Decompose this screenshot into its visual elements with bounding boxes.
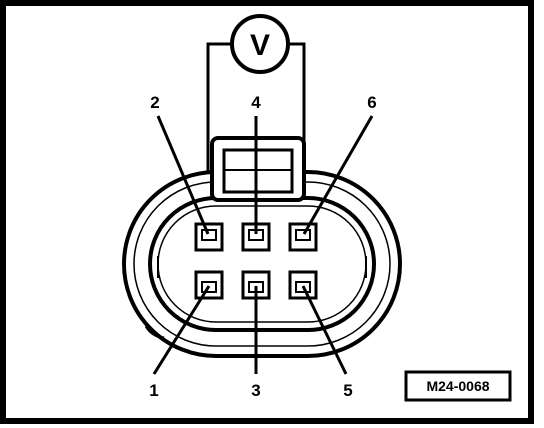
leader-line-pin-6 — [302, 115, 374, 235]
pin-6-terminal — [288, 222, 318, 252]
pin-2-contact — [201, 229, 217, 241]
pin-6-contact — [295, 229, 311, 241]
pin-5-body — [288, 270, 318, 300]
pin-leader-lines — [152, 115, 374, 375]
leader-line-pin-2 — [156, 115, 210, 235]
voltmeter-symbol: V — [230, 14, 290, 74]
pin-label-5: 5 — [343, 381, 352, 400]
pin-label-2: 2 — [150, 93, 159, 112]
leader-line-pin-5 — [301, 285, 348, 375]
pin-label-3: 3 — [251, 381, 260, 400]
pin-2-terminal — [194, 222, 224, 252]
pin-2-body — [194, 222, 224, 252]
connector-pin-cavity — [148, 196, 376, 332]
diagram-frame — [0, 0, 534, 424]
reference-code: M24-0068 — [426, 378, 489, 394]
reference-box-border — [404, 370, 512, 402]
voltmeter-circle — [230, 14, 290, 74]
pin-label-6: 6 — [367, 93, 376, 112]
meter-wire-left — [206, 42, 232, 180]
pin-5-terminal — [288, 270, 318, 300]
connector-locking-tab — [210, 136, 306, 202]
reference-code-box: M24-0068 — [404, 370, 512, 402]
leader-line-pin-1 — [152, 285, 211, 375]
pin-1-terminal — [194, 270, 224, 300]
voltmeter-label: V — [250, 29, 270, 62]
meter-wire-right — [290, 42, 306, 180]
connector-bottom-notch — [144, 325, 165, 340]
pin-label-1: 1 — [149, 381, 158, 400]
pin-label-4: 4 — [251, 93, 261, 112]
